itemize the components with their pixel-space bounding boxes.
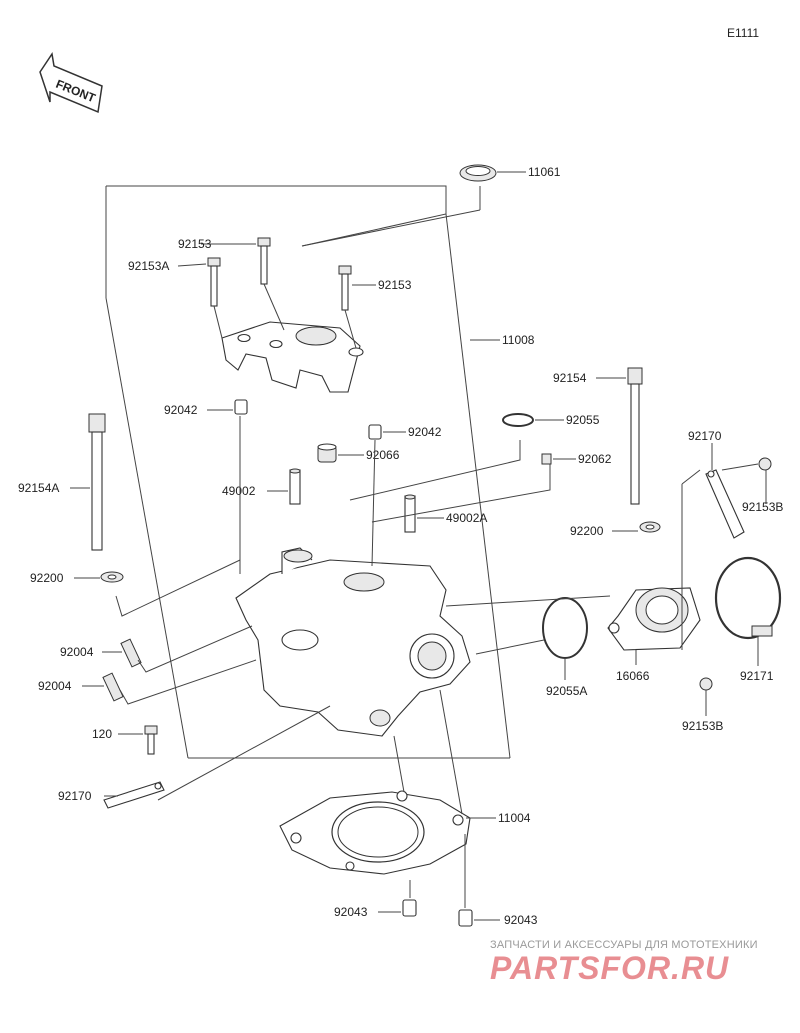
front-arrow-icon: FRONT (39, 52, 103, 114)
label-49002A: 49002A (446, 511, 487, 525)
part-11004-head-gasket (279, 790, 471, 875)
label-92154: 92154 (553, 371, 587, 385)
part-92062-plug (541, 453, 552, 465)
label-92062: 92062 (578, 452, 612, 466)
part-92042-dowel-b (368, 424, 382, 440)
watermark-tagline: ЗАПЧАСТИ И АКСЕССУАРЫ ДЛЯ МОТОТЕХНИКИ (490, 939, 758, 951)
part-92043-dowel-left (402, 899, 417, 917)
label-49002: 49002 (222, 484, 256, 498)
part-92153B-bolt-top (758, 457, 772, 471)
leader-92153B-top-a (721, 463, 759, 471)
part-92153-bolt-b (338, 265, 352, 311)
part-92200-washer-left (100, 571, 124, 583)
part-49002-valve-guide (289, 468, 301, 505)
label-92042-a: 92042 (164, 403, 198, 417)
bracket-to-head-line (157, 705, 331, 801)
part-92004-stud-a (120, 638, 142, 668)
label-92066: 92066 (366, 448, 400, 462)
label-92200-right: 92200 (570, 524, 604, 538)
label-92170-bottom: 92170 (58, 789, 92, 803)
part-92066-grommet (317, 443, 337, 463)
part-92154A-stud (88, 413, 106, 551)
part-92171-clamp (714, 556, 782, 640)
label-92043-left: 92043 (334, 905, 368, 919)
part-cylinder-head (235, 547, 471, 737)
part-92200-washer-right (639, 521, 661, 533)
part-92042-dowel-a (234, 399, 248, 415)
label-92153-b: 92153 (378, 278, 412, 292)
label-16066: 16066 (616, 669, 650, 683)
watermark-logo: PARTSFOR.RU (490, 950, 730, 986)
part-11061-seal (459, 164, 497, 182)
bolt-to-cap-lines (213, 283, 357, 349)
label-92153-a: 92153 (178, 237, 212, 251)
part-92153B-bolt-bottom (699, 677, 713, 691)
label-92154A: 92154A (18, 481, 59, 495)
label-92153B-bottom: 92153B (682, 719, 723, 733)
label-92004-a: 92004 (60, 645, 94, 659)
assembly-frame-lines (105, 185, 511, 759)
dowel-alignment-lines (239, 416, 466, 908)
label-92042-b: 92042 (408, 425, 442, 439)
label-92043-right: 92043 (504, 913, 538, 927)
label-92171: 92171 (740, 669, 774, 683)
label-92055: 92055 (566, 413, 600, 427)
label-92153A: 92153A (128, 259, 169, 273)
label-11008: 11008 (502, 333, 535, 347)
part-92170-bracket-bottom (103, 781, 165, 809)
part-92004-stud-b (102, 672, 124, 702)
part-49002A-valve-guide (404, 494, 416, 533)
intake-to-head-lines (349, 440, 701, 655)
stud-to-head-lines (115, 559, 257, 705)
part-92055A-oring (542, 597, 588, 659)
diagram-code: E1111 (727, 26, 759, 40)
label-92004-b: 92004 (38, 679, 72, 693)
part-92154-stud (627, 367, 643, 505)
part-92153A-bolt (207, 257, 221, 307)
part-92043-dowel-right (458, 909, 473, 927)
label-92200-left: 92200 (30, 571, 64, 585)
label-120: 120 (92, 727, 112, 741)
part-92170-bracket-top (705, 469, 745, 539)
leader-92153A (177, 263, 207, 267)
part-camshaft-cap (221, 321, 364, 393)
part-92055-oring (502, 413, 534, 427)
label-11004: 11004 (498, 811, 531, 825)
part-120-bolt (144, 725, 158, 755)
label-92055A: 92055A (546, 684, 587, 698)
label-92170-top: 92170 (688, 429, 722, 443)
label-92153B-top: 92153B (742, 500, 783, 514)
label-11061: 11061 (528, 165, 561, 179)
part-92153-bolt-a (257, 237, 271, 285)
part-16066-intake-holder (607, 587, 701, 651)
